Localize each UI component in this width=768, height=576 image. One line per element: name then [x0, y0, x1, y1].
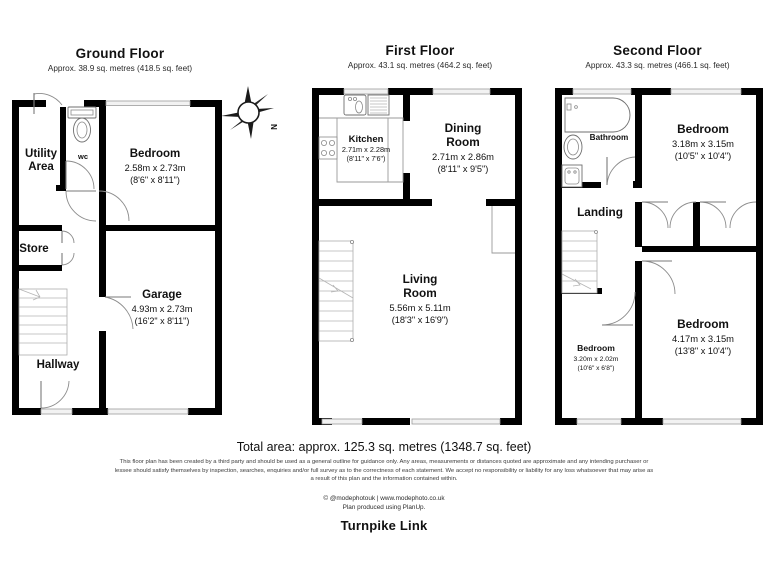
compass-center-circle: [237, 101, 260, 124]
room-label-wc: wc: [77, 152, 88, 161]
ground-floor-titleblock: Ground Floor Approx. 38.9 sq. metres (41…: [20, 46, 220, 73]
window-hallway-front: [40, 408, 73, 415]
room-label-garage: Garage: [142, 289, 182, 301]
second-floor-plan: Bathroom Bedroom 3.18m x 3.15m (10'5" x …: [545, 85, 768, 430]
room-label-bathroom: Bathroom: [590, 133, 629, 142]
room-dim-bedroom-metric: 2.58m x 2.73m: [125, 163, 186, 173]
room-label-bedroom-small: Bedroom: [577, 343, 615, 353]
disclaimer-text: This floor plan has been created by a th…: [114, 459, 654, 483]
ground-floor-labels: Utility Area wc Bedroom 2.58m x 2.73m (8…: [19, 148, 192, 371]
kitchen-hob-fixture: [318, 136, 338, 160]
property-name: Turnpike Link: [340, 518, 428, 533]
room-dim-living-imperial: (18'3" x 16'9"): [392, 315, 449, 325]
wc-toilet-fixture: [67, 106, 97, 143]
room-label-kitchen: Kitchen: [349, 134, 384, 145]
room-dim-living-metric: 5.56m x 5.11m: [389, 302, 451, 313]
ground-floor-windows: [40, 100, 191, 415]
bathroom-fixtures: [561, 97, 631, 188]
first-floor-plan: Kitchen 2.71m x 2.28m (8'11" x 7'6") Din…: [300, 85, 545, 430]
room-label-hallway: Hallway: [37, 359, 80, 371]
window-bedroom-front: [670, 88, 742, 95]
room-dim-bedroom-front-metric: 3.18m x 3.15m: [672, 138, 734, 149]
room-dim-garage-imperial: (16'2" x 8'11"): [135, 316, 190, 326]
room-dim-dining-imperial: (8'11" x 9'5"): [438, 164, 489, 174]
ground-floor-doors: [33, 93, 134, 409]
room-label-living-line1: Living: [403, 272, 438, 286]
first-floor-labels: Kitchen 2.71m x 2.28m (8'11" x 7'6") Din…: [342, 121, 494, 325]
room-dim-bedroom-small-metric: 3.20m x 2.02m: [574, 356, 619, 363]
second-floor-title: Second Floor: [613, 43, 702, 58]
room-label-bedroom-front: Bedroom: [677, 122, 729, 136]
window-dining-front: [432, 88, 491, 95]
window-living-rear-2: [411, 418, 501, 425]
first-floor-walls: [312, 88, 522, 425]
living-room-bay: [491, 206, 515, 254]
ground-floor-title: Ground Floor: [75, 46, 165, 61]
room-label-bedroom-rear: Bedroom: [677, 317, 729, 331]
room-label-bedroom: Bedroom: [130, 148, 180, 160]
credit-line-1: © @modephotouk | www.modephoto.co.uk: [323, 495, 445, 502]
ground-floor-plan: Utility Area wc Bedroom 2.58m x 2.73m (8…: [0, 85, 245, 430]
room-dim-kitchen-metric: 2.71m x 2.28m: [342, 145, 390, 154]
second-floor-subtitle: Approx. 43.3 sq. metres (466.1 sq. feet): [585, 61, 730, 70]
room-label-utility-line1: Utility: [25, 148, 58, 160]
window-bedroom-front: [105, 100, 191, 106]
second-floor-doors: [601, 156, 757, 326]
window-bedroom-rear: [662, 418, 742, 425]
room-label-utility-line2: Area: [28, 161, 54, 173]
room-dim-garage-metric: 4.93m x 2.73m: [132, 304, 193, 314]
room-label-living-line2: Room: [403, 286, 436, 300]
second-floor-labels: Bathroom Bedroom 3.18m x 3.15m (10'5" x …: [574, 122, 735, 372]
room-label-dining-line2: Room: [446, 135, 479, 149]
room-dim-dining-metric: 2.71m x 2.86m: [432, 151, 494, 162]
ground-floor-subtitle: Approx. 38.9 sq. metres (418.5 sq. feet): [47, 64, 193, 73]
room-dim-bedroom-rear-metric: 4.17m x 3.15m: [672, 333, 734, 344]
room-dim-bedroom-imperial: (8'6" x 8'11"): [130, 175, 180, 185]
first-floor-title: First Floor: [385, 43, 455, 58]
ground-floor-walls: [12, 100, 222, 415]
room-dim-kitchen-imperial: (8'11" x 7'6"): [347, 156, 386, 163]
room-label-store: Store: [19, 243, 48, 255]
bathtub-fixture: [564, 97, 631, 133]
window-bathroom-front: [572, 88, 632, 95]
first-floor-subtitle: Approx. 43.1 sq. metres (464.2 sq. feet): [347, 61, 493, 70]
first-floor-titleblock: First Floor Approx. 43.1 sq. metres (464…: [300, 43, 540, 70]
room-dim-bedroom-front-imperial: (10'5" x 10'4"): [675, 151, 732, 161]
hallway-stairs: [18, 288, 68, 356]
credit-block: © @modephotouk | www.modephoto.co.uk Pla…: [0, 494, 768, 513]
room-label-dining-line1: Dining: [445, 121, 482, 135]
window-living-rear-1: [321, 418, 363, 425]
compass-rose: N: [218, 82, 280, 144]
window-garage-door: [107, 408, 189, 415]
landing-stairs: [561, 230, 598, 294]
room-dim-bedroom-small-imperial: (10'6" x 6'8"): [578, 365, 615, 372]
compass-north-label: N: [269, 124, 278, 130]
second-floor-windows: [572, 88, 742, 425]
credit-line-2: Plan produced using PlanUp.: [342, 504, 426, 512]
window-bedroom-small-rear: [576, 418, 622, 425]
second-floor-titleblock: Second Floor Approx. 43.3 sq. metres (46…: [545, 43, 768, 70]
total-area-text: Total area: approx. 125.3 sq. metres (13…: [236, 440, 532, 454]
first-floor-windows: [321, 88, 501, 425]
room-dim-bedroom-rear-imperial: (13'8" x 10'4"): [675, 346, 732, 356]
kitchen-sink-fixture: [343, 94, 390, 116]
living-room-stairs: [318, 239, 355, 342]
window-kitchen-front: [343, 88, 389, 95]
room-label-landing: Landing: [577, 205, 623, 219]
